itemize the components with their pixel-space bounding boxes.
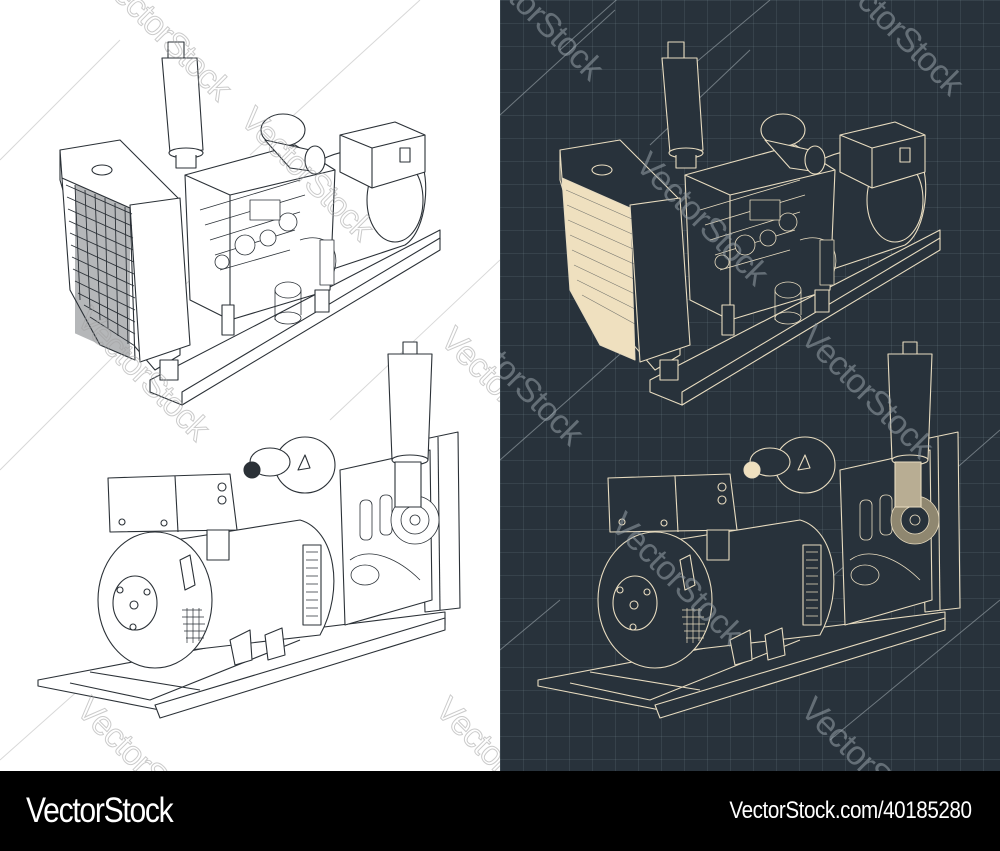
blueprint-panel: VectorStock VectorStock VectorStock Vect… (500, 0, 1000, 771)
generator-front-view-blueprint (537, 341, 961, 719)
generator-drawings-light (0, 0, 500, 761)
generator-front-view (37, 341, 461, 719)
footer-bar: VectorStock VectorStock.com/40185280 (0, 771, 1000, 851)
generator-rear-view-blueprint (559, 41, 941, 406)
light-line-art-panel: VectorStock VectorStock VectorStock Vect… (0, 0, 500, 771)
generator-rear-view (59, 41, 441, 406)
generator-drawings-dark (500, 0, 1000, 741)
image-id-link[interactable]: VectorStock.com/40185280 (729, 797, 973, 824)
brand-logo-text: VectorStock (26, 791, 174, 830)
